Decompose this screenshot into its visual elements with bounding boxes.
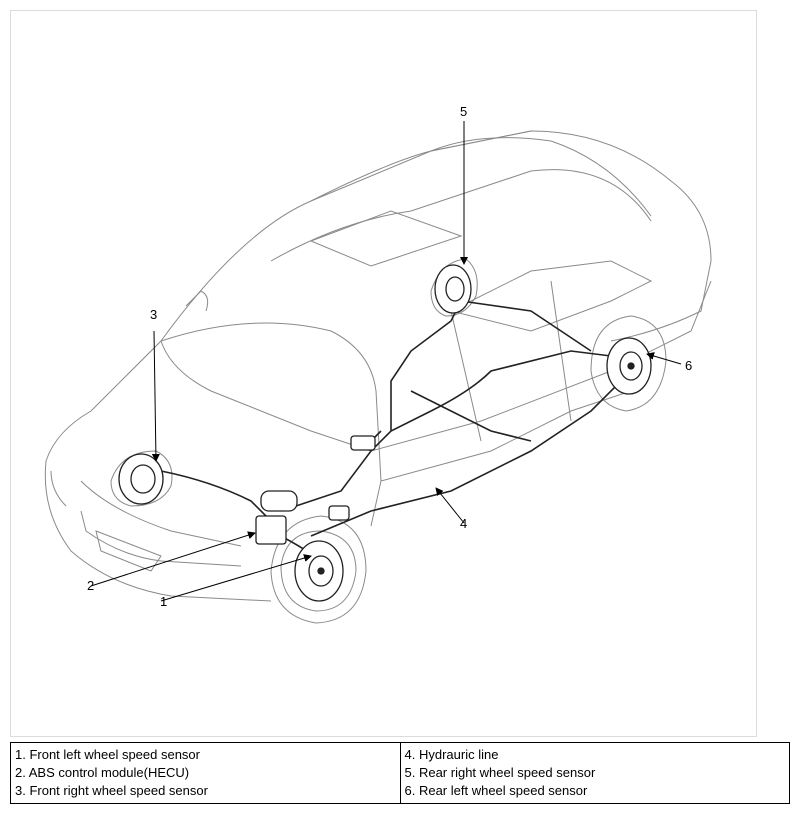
legend-item-4: 4. Hydrauric line bbox=[404, 747, 499, 762]
callout-6: 6 bbox=[685, 358, 693, 373]
car-illustration bbox=[44, 121, 712, 624]
callout-2: 2 bbox=[87, 578, 95, 593]
legend-item-2: 2. ABS control module(HECU) bbox=[15, 765, 190, 780]
callout-3: 3 bbox=[150, 307, 158, 322]
callout-5: 5 bbox=[460, 104, 468, 119]
legend-item-6: 6. Rear left wheel speed sensor bbox=[404, 783, 588, 798]
abs-system-lines bbox=[160, 300, 632, 567]
legend-item-3: 3. Front right wheel speed sensor bbox=[15, 783, 208, 798]
legend-item-5: 5. Rear right wheel speed sensor bbox=[404, 765, 596, 780]
callout-leaders bbox=[90, 121, 682, 602]
legend-table: 1. Front left wheel speed sensor 2. ABS … bbox=[10, 742, 790, 804]
callout-4: 4 bbox=[460, 516, 468, 531]
legend-item-1: 1. Front left wheel speed sensor bbox=[15, 747, 200, 762]
abs-components bbox=[118, 264, 652, 602]
diagram-figure: 1 2 3 4 5 6 bbox=[10, 10, 757, 737]
legend-column-right: 4. Hydrauric line 5. Rear right wheel sp… bbox=[399, 742, 790, 804]
callout-1: 1 bbox=[160, 594, 168, 609]
legend-column-left: 1. Front left wheel speed sensor 2. ABS … bbox=[10, 742, 401, 804]
